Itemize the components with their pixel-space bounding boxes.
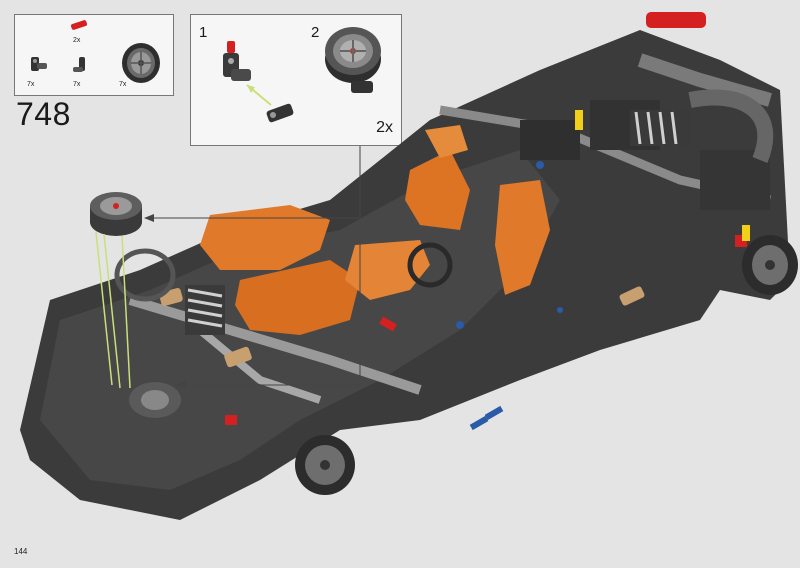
- yellow-accent: [742, 225, 750, 241]
- blue-pin: [469, 415, 489, 431]
- blue-pin: [557, 307, 563, 313]
- orange-interior-panel: [200, 205, 330, 270]
- orange-seat: [495, 180, 550, 295]
- blue-pin: [456, 321, 464, 329]
- black-axle-connector-icon: [31, 57, 47, 71]
- substep-number: 1: [199, 24, 208, 41]
- blue-pin: [484, 405, 504, 421]
- frame-beam: [637, 53, 772, 107]
- steering-wheel: [407, 242, 453, 288]
- rear-right-wheel: [742, 235, 798, 295]
- frame-beam: [197, 326, 322, 404]
- orange-seat: [405, 150, 470, 230]
- part-qty: 7x: [119, 81, 127, 88]
- engine-block: [520, 120, 580, 160]
- front-left-wheel: [295, 435, 355, 495]
- rear-suspension-spring: [630, 110, 690, 146]
- orange-interior-panel: [425, 125, 468, 158]
- blue-pin: [536, 161, 544, 169]
- frame-beam: [128, 295, 422, 395]
- exhaust-pipe: [688, 89, 774, 163]
- wheel-on-connector-icon: [325, 27, 381, 93]
- subassembly-box: 1 2 2x: [190, 14, 402, 146]
- page-number: 144: [14, 547, 28, 556]
- callout-leader-arrows: [144, 146, 361, 389]
- alignment-guide-lines: [95, 231, 131, 389]
- red-accent: [379, 316, 397, 332]
- wheel-rim-tire-icon: [122, 43, 160, 83]
- front-suspension-spring: [185, 285, 225, 335]
- red-accent: [225, 415, 237, 425]
- red-top-part: [646, 12, 706, 28]
- part-qty: 7x: [73, 81, 81, 88]
- engine-block: [700, 150, 770, 210]
- multiplier-label: 2x: [376, 119, 393, 136]
- black-pin-icon: [73, 57, 85, 72]
- part-qty: 2x: [73, 37, 81, 44]
- orange-interior-panel: [345, 240, 430, 300]
- red-axle-pin-icon: [70, 20, 88, 30]
- new-wheel-assembly: [90, 192, 142, 236]
- orange-interior-panel: [235, 260, 360, 335]
- step-number: 748: [16, 96, 71, 132]
- parts-list-box: 2x 7x 7x 7x: [14, 14, 174, 96]
- tan-damper: [619, 286, 645, 306]
- substep-number: 2: [311, 24, 320, 41]
- tan-damper: [224, 346, 252, 368]
- front-brake-disc: [114, 248, 181, 418]
- part-qty: 7x: [27, 81, 35, 88]
- yellow-accent: [575, 110, 583, 130]
- axle-connector-assembly-icon: [223, 41, 294, 123]
